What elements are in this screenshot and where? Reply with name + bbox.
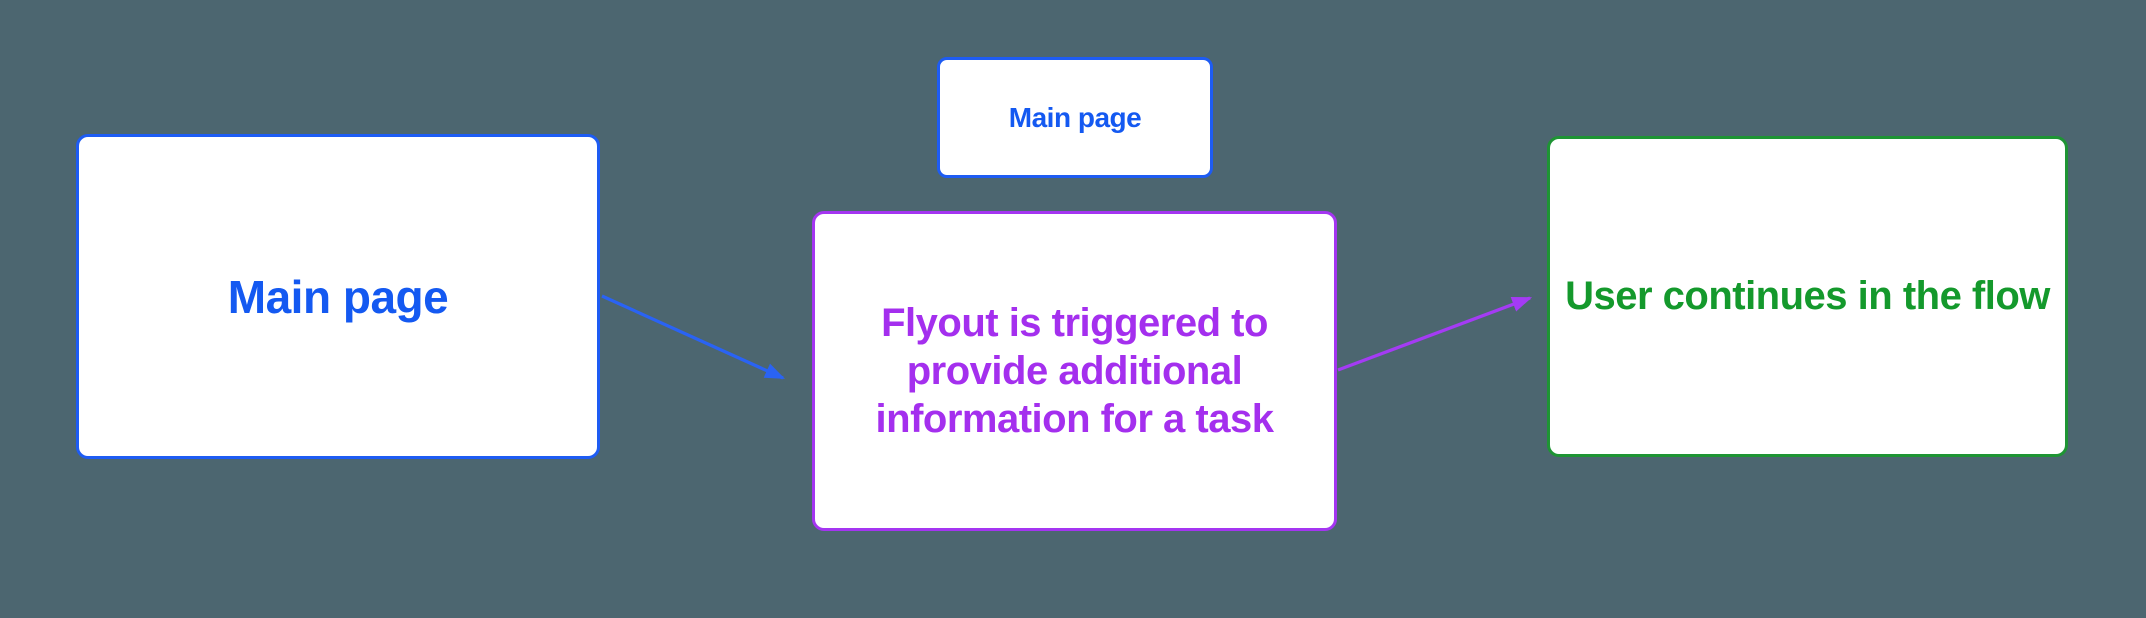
connector-flyout-to-continue bbox=[1337, 296, 1533, 372]
node-user-continues-label: User continues in the flow bbox=[1565, 274, 2050, 318]
node-flyout-label: Flyout is triggered to provide additiona… bbox=[875, 301, 1274, 441]
node-flyout: Flyout is triggered to provide additiona… bbox=[812, 211, 1337, 531]
node-main-page-small: Main page bbox=[937, 57, 1213, 178]
node-user-continues: User continues in the flow bbox=[1547, 136, 2068, 457]
node-main-page-label: Main page bbox=[227, 270, 449, 323]
node-main-page-small-label: Main page bbox=[1008, 101, 1142, 133]
connector-main-to-flyout bbox=[601, 294, 786, 380]
node-main-page: Main page bbox=[76, 134, 600, 459]
